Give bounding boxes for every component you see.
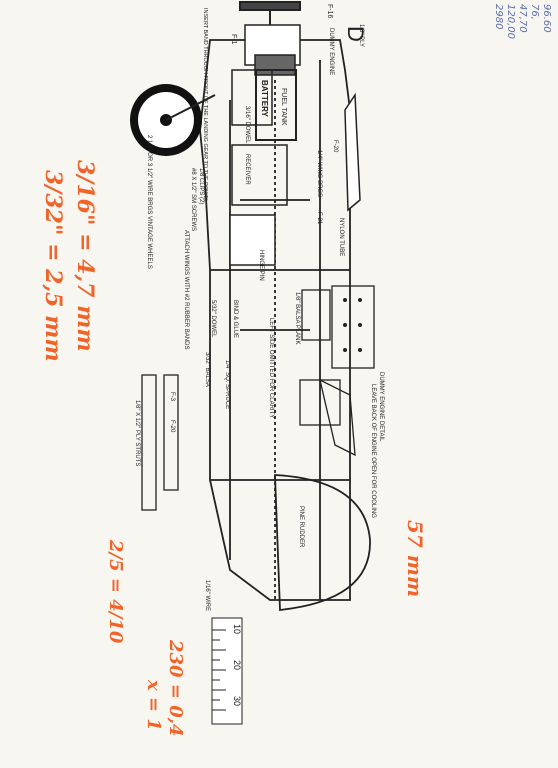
handwritten-notes: 3/16" = 4,7 mm 3/32" = 2,5 mm 2/5 = 4/10… <box>40 160 427 737</box>
label-clips: 1/8 CLIPS (2) <box>198 168 204 204</box>
label-d-mark: D <box>343 26 368 42</box>
label-dummy-engine-detail: DUMMY ENGINE DETAIL <box>378 372 384 442</box>
pencil-note-1: 96.60 <box>541 4 552 33</box>
label-screws: #8 X 1/2" SM SCREWS <box>190 168 196 231</box>
printed-labels: F-1 F-16 DUMMY ENGINE 1/8" PLY D BATTERY… <box>134 4 384 706</box>
label-struts: 1/8" X 1/2" PLY STRUTS <box>134 400 140 466</box>
hand-note-6: 57 mm <box>403 520 427 597</box>
label-fuel-tank: FUEL TANK <box>280 88 287 126</box>
label-former-f16: F-16 <box>326 4 333 19</box>
label-sq-spruce: 1/4" SQ. SPRUCE <box>224 360 230 409</box>
label-former-f21: F-21 <box>316 212 322 225</box>
strut-2 <box>163 374 179 491</box>
label-former-f3: F-3 <box>169 392 175 402</box>
hand-note-4: 230 = 0,4 <box>165 639 186 737</box>
pencil-notes: 96.60 76, 47,70 120,00 2980 <box>493 4 552 39</box>
landing-gear <box>165 94 216 121</box>
label-balsa-332: 3/32" BALSA <box>204 352 210 387</box>
label-wire: 1/16" WIRE <box>204 580 210 611</box>
label-wing-brgs: 1/4" WING BRGS <box>316 150 322 197</box>
label-former-f1: F-1 <box>230 34 237 45</box>
label-receiver: RECEIVER <box>244 154 250 185</box>
scale-label-30: 30 <box>232 696 242 706</box>
fuselage-outline <box>199 39 351 601</box>
label-wing-note: INSERT BAND THROUGH FRONT OF THE LANDING… <box>202 8 208 202</box>
battery-box <box>231 69 273 126</box>
hand-note-2: 3/32" = 2,5 mm <box>40 170 66 362</box>
label-pine-rudder: PINE RUDDER <box>298 506 304 548</box>
fuel-tank <box>255 69 297 141</box>
engine-side-box <box>301 289 331 341</box>
tail-fin <box>274 474 371 611</box>
scale-label-20: 20 <box>232 660 242 670</box>
pencil-note-2: 76, <box>529 4 540 20</box>
receiver-box <box>231 144 288 206</box>
label-attach-wings: ATTACH WINGS WITH #2 RUBBER BANDS <box>183 230 189 349</box>
label-ply-18: 1/8" PLY <box>358 24 364 47</box>
pencil-note-5: 2980 <box>493 4 504 29</box>
gusset <box>319 378 356 457</box>
strut-1 <box>141 374 157 511</box>
pencil-note-3: 47,70 <box>517 4 528 33</box>
hand-note-1: 3/16" = 4,7 mm <box>72 160 98 352</box>
detail-dots <box>343 298 362 352</box>
scale-label-10: 10 <box>232 624 242 634</box>
label-nylon-tube: NYLON TUBE <box>338 218 344 256</box>
label-engine-note: LEAVE BACK OF ENGINE OPEN FOR COOLING <box>370 384 376 518</box>
dummy-engine-detail-box <box>331 285 375 369</box>
label-wheels: 2 1/2" OR 3 1/2" WIRE BRGS VINTAGE WHEEL… <box>146 135 152 269</box>
label-bind-glue: BIND & GLUE <box>232 300 238 338</box>
label-dowel-316: 3/16" DOWEL <box>244 106 250 144</box>
label-former-f20b: F-20 <box>169 420 175 433</box>
hand-note-5: x = 1 <box>143 679 164 731</box>
stabilizer <box>344 92 361 212</box>
label-battery: BATTERY <box>260 80 269 118</box>
servo-box <box>229 214 276 266</box>
label-left-side: LEFT SIDE OMITTED FOR CLARITY <box>268 318 274 418</box>
hand-note-3: 2/5 = 4/10 <box>105 539 126 644</box>
label-hinge-pin: HINGE PIN <box>258 250 264 281</box>
label-former-f20: F-20 <box>332 140 338 153</box>
label-dowel-532: 5/32" DOWEL <box>210 300 216 338</box>
pencil-note-4: 120,00 <box>505 4 516 39</box>
scale-ruler <box>211 617 243 725</box>
label-dummy-engine: DUMMY ENGINE <box>328 28 334 75</box>
label-balsa-plank: 1/8" BALSA PLANK <box>294 292 300 345</box>
